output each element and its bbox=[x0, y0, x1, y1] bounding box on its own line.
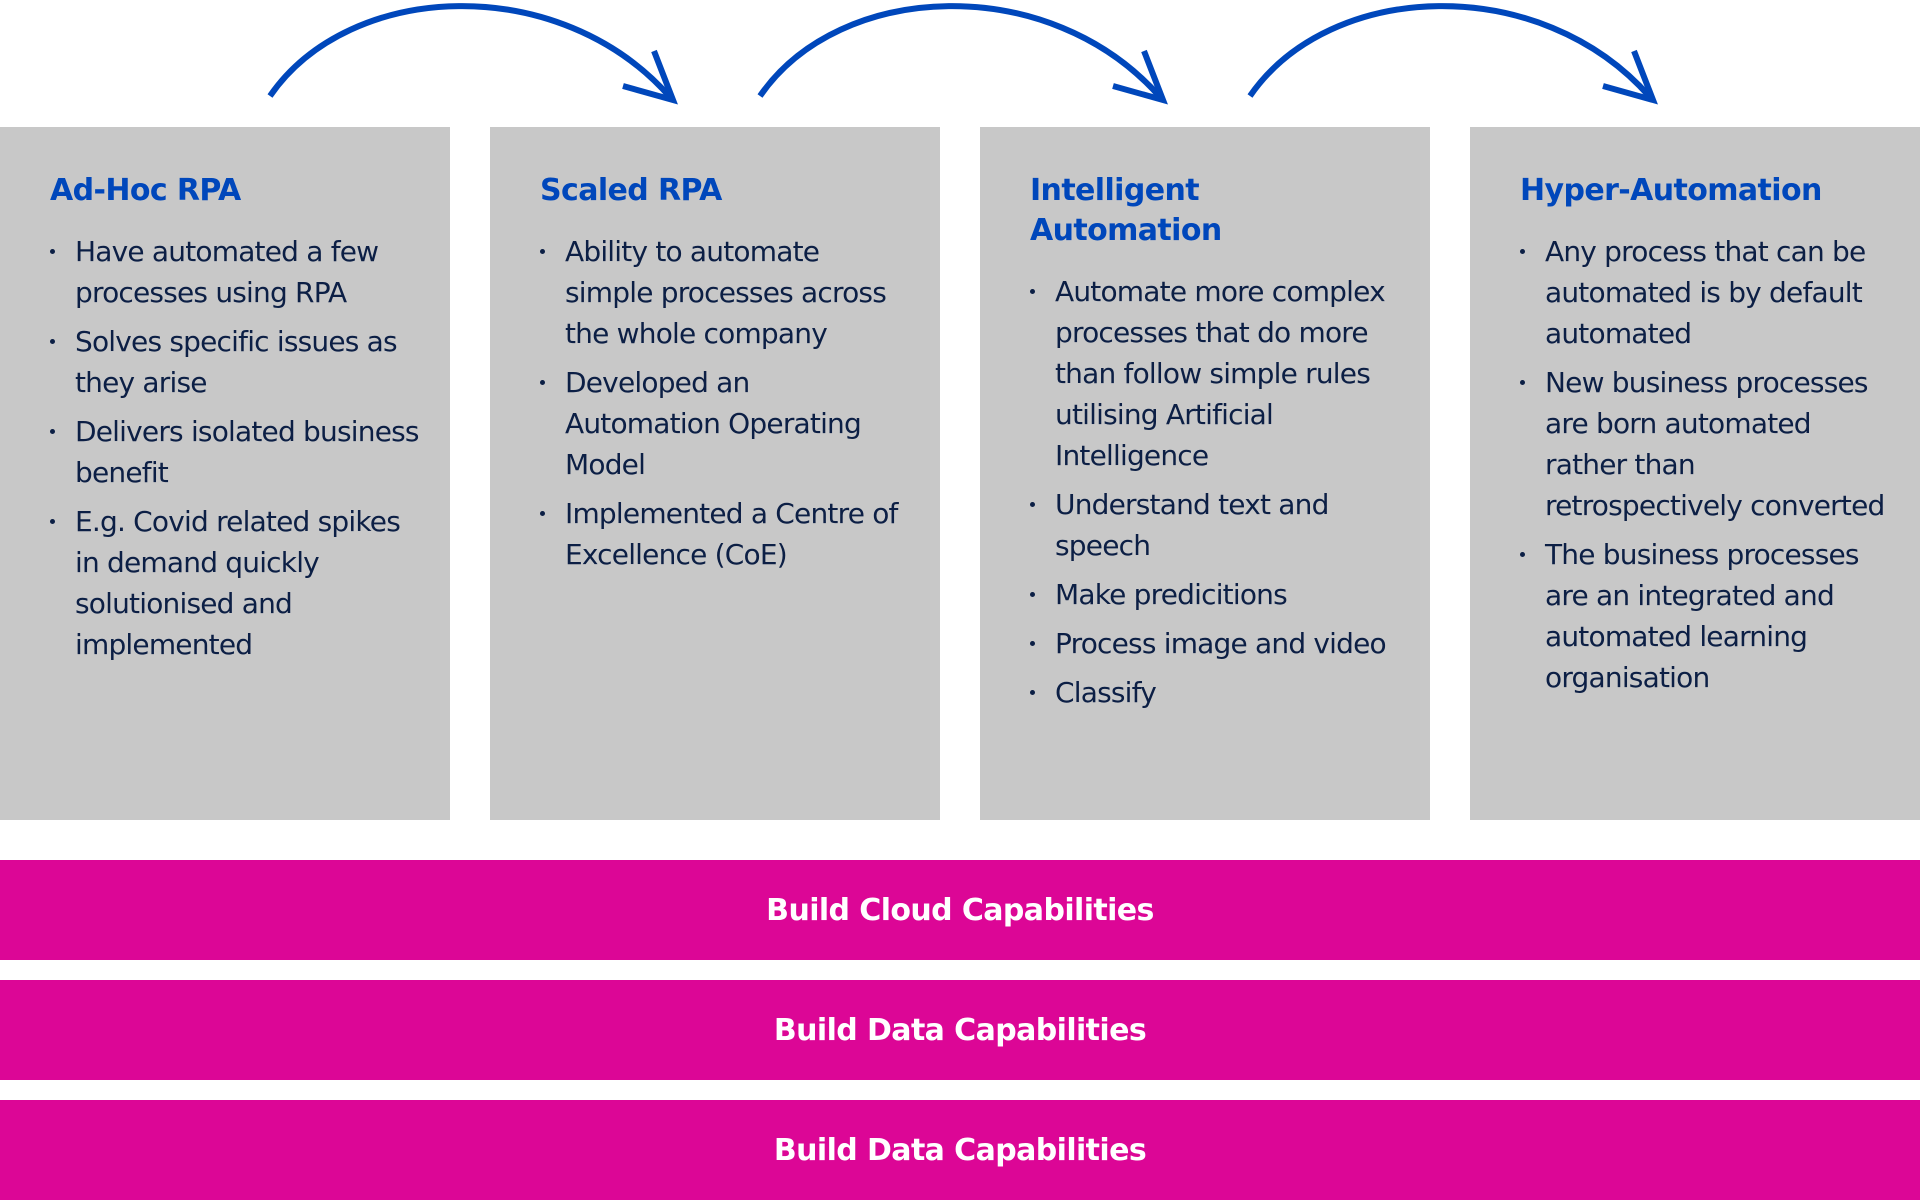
arrow-curve bbox=[757, 3, 1163, 99]
arrow-curve bbox=[1247, 3, 1653, 99]
bullet-item: Solves specific issues as they arise bbox=[50, 321, 420, 403]
capability-band-data: Build Data Capabilities bbox=[0, 980, 1920, 1080]
bullet-text: Any process that can be automated is by … bbox=[1545, 235, 1866, 350]
bullet-item: Ability to automate simple processes acr… bbox=[540, 231, 910, 354]
bullet-text: Classify bbox=[1055, 676, 1157, 709]
bullet-text: Have automated a few processes using RPA bbox=[75, 235, 379, 309]
stage-title: Ad-Hoc RPA bbox=[50, 173, 241, 208]
bullet-dot-icon bbox=[1030, 502, 1035, 507]
bullet-item: Automate more complex processes that do … bbox=[1030, 271, 1400, 476]
bullet-dot-icon bbox=[1030, 690, 1035, 695]
bullet-item: New business processes are born automate… bbox=[1520, 362, 1890, 526]
bullet-dot-icon bbox=[50, 519, 55, 524]
band-label: Build Data Capabilities bbox=[773, 1132, 1147, 1168]
bullet-dot-icon bbox=[1030, 592, 1035, 597]
bullet-item: Understand text and speech bbox=[1030, 484, 1400, 566]
bullet-text: Solves specific issues as they arise bbox=[75, 325, 398, 399]
bullet-dot-icon bbox=[1520, 380, 1525, 385]
bullet-dot-icon bbox=[1030, 289, 1035, 294]
arrow-curve bbox=[267, 3, 673, 99]
bullet-text: New business processes are born automate… bbox=[1545, 366, 1885, 522]
stage-card-intelligent-automation: Intelligent Automation Automate more com… bbox=[980, 127, 1430, 820]
progression-arrows bbox=[267, 3, 1658, 105]
bullet-item: Have automated a few processes using RPA bbox=[50, 231, 420, 313]
bullet-dot-icon bbox=[50, 429, 55, 434]
bullet-text: E.g. Covid related spikes in demand quic… bbox=[75, 505, 401, 661]
bullet-text: Ability to automate simple processes acr… bbox=[565, 235, 887, 350]
arrow-head bbox=[622, 49, 678, 105]
bullet-dot-icon bbox=[1520, 249, 1525, 254]
bullet-item: Implemented a Centre of Excellence (CoE) bbox=[540, 493, 910, 575]
bullet-item: Any process that can be automated is by … bbox=[1520, 231, 1890, 354]
bullet-item: E.g. Covid related spikes in demand quic… bbox=[50, 501, 420, 665]
stage-bullet-list: Ability to automate simple processes acr… bbox=[540, 231, 910, 575]
arrow-head bbox=[1112, 49, 1168, 105]
bullet-dot-icon bbox=[540, 511, 545, 516]
bullet-dot-icon bbox=[540, 380, 545, 385]
capability-band-data-2: Build Data Capabilities bbox=[0, 1100, 1920, 1200]
curved-arrow-right-icon bbox=[757, 3, 1168, 105]
bullet-text: Delivers isolated business benefit bbox=[75, 415, 420, 489]
bullet-item: Developed an Automation Operating Model bbox=[540, 362, 910, 485]
bullet-item: Delivers isolated business benefit bbox=[50, 411, 420, 493]
bullet-item: The business processes are an integrated… bbox=[1520, 534, 1890, 698]
bullet-dot-icon bbox=[1520, 552, 1525, 557]
bullet-item: Make predicitions bbox=[1030, 574, 1400, 615]
stage-title: Scaled RPA bbox=[540, 173, 722, 208]
bullet-dot-icon bbox=[1030, 641, 1035, 646]
stage-title: Hyper-Automation bbox=[1520, 173, 1822, 208]
stage-title: Intelligent Automation bbox=[1030, 173, 1222, 248]
bullet-dot-icon bbox=[50, 339, 55, 344]
bullet-dot-icon bbox=[540, 249, 545, 254]
capability-band-cloud: Build Cloud Capabilities bbox=[0, 860, 1920, 960]
stage-bullet-list: Automate more complex processes that do … bbox=[1030, 271, 1400, 713]
bullet-text: Implemented a Centre of Excellence (CoE) bbox=[565, 497, 898, 571]
bullet-text: Developed an Automation Operating Model bbox=[565, 366, 862, 481]
band-label: Build Cloud Capabilities bbox=[766, 892, 1154, 928]
stage-card-scaled-rpa: Scaled RPA Ability to automate simple pr… bbox=[490, 127, 940, 820]
stage-bullet-list: Any process that can be automated is by … bbox=[1520, 231, 1890, 698]
stage-card-ad-hoc-rpa: Ad-Hoc RPA Have automated a few processe… bbox=[0, 127, 450, 820]
arrow-head bbox=[1602, 49, 1658, 105]
stage-card-hyper-automation: Hyper-Automation Any process that can be… bbox=[1470, 127, 1920, 820]
stage-bullet-list: Have automated a few processes using RPA… bbox=[50, 231, 420, 665]
bullet-text: Make predicitions bbox=[1055, 578, 1288, 611]
bullet-text: Understand text and speech bbox=[1055, 488, 1329, 562]
band-label: Build Data Capabilities bbox=[773, 1012, 1147, 1048]
curved-arrow-right-icon bbox=[1247, 3, 1658, 105]
bullet-item: Classify bbox=[1030, 672, 1400, 713]
curved-arrow-right-icon bbox=[267, 3, 678, 105]
bullet-dot-icon bbox=[50, 249, 55, 254]
bullet-text: Process image and video bbox=[1055, 627, 1387, 660]
bullet-item: Process image and video bbox=[1030, 623, 1400, 664]
bullet-text: Automate more complex processes that do … bbox=[1055, 275, 1386, 472]
bullet-text: The business processes are an integrated… bbox=[1545, 538, 1860, 694]
